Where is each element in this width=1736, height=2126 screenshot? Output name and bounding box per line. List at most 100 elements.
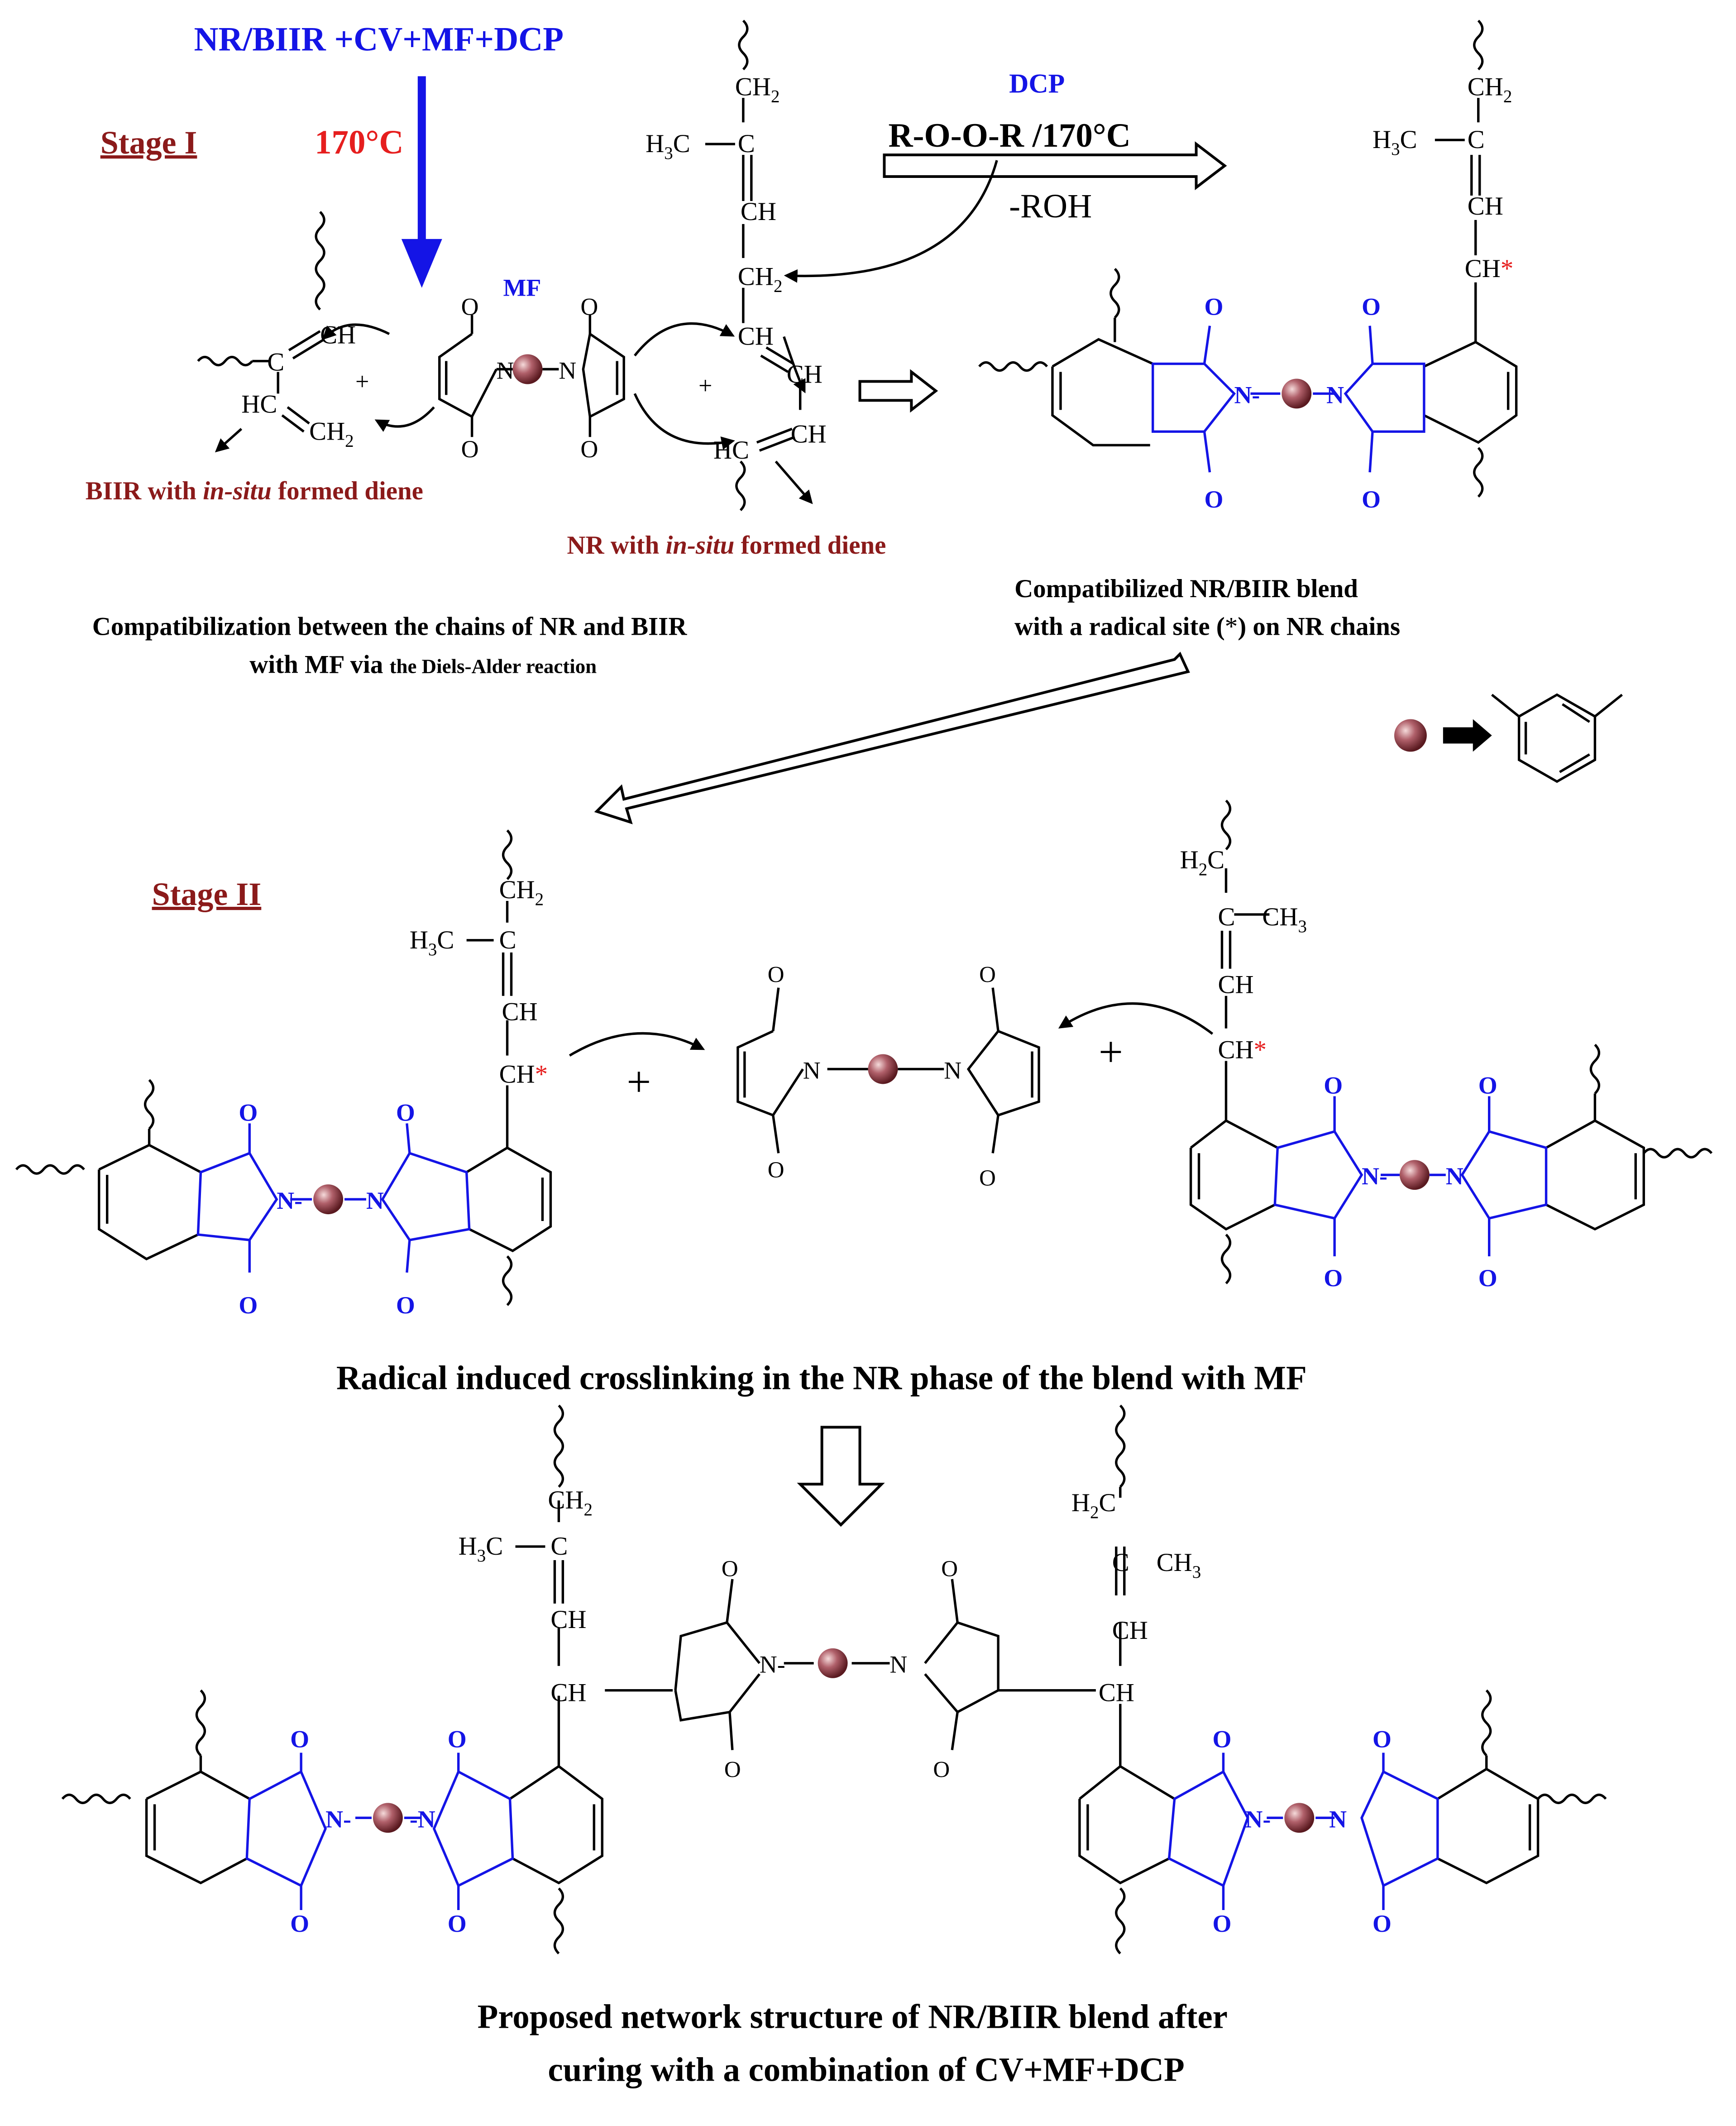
fin-r-h2c: H2C <box>1071 1489 1116 1522</box>
mf-n-right: N <box>559 357 576 384</box>
caption-compatibilization-1: Compatibilization between the chains of … <box>92 613 688 641</box>
prod1-o1: O <box>1205 293 1224 321</box>
phenylene-bead <box>868 1054 898 1084</box>
s2c-o2: O <box>768 1158 784 1183</box>
prod1-o4: O <box>1362 486 1381 513</box>
fin-l-o3: O <box>448 1726 467 1753</box>
s2l-ch-radical: CH* <box>499 1060 548 1088</box>
s2-plus-left: + <box>626 1058 651 1106</box>
biir-plus: + <box>355 368 369 395</box>
nr-ch1: CH <box>741 197 776 226</box>
phenylene-bead <box>1284 1803 1315 1833</box>
s2c-o4: O <box>979 1166 996 1191</box>
s2l-o1: O <box>239 1099 258 1126</box>
s2r-ch-radical: CH* <box>1218 1036 1267 1064</box>
biir-c: C <box>267 348 284 376</box>
fin-l-c: C <box>550 1532 568 1561</box>
caption-compatibilized-2: with a radical site (*) on NR chains <box>1014 613 1400 641</box>
stage2-left-fragment <box>15 829 705 1306</box>
fin-c-o1: O <box>722 1556 738 1582</box>
compatibilized-blend <box>978 19 1518 498</box>
prod1-ch: CH <box>1468 192 1503 220</box>
s2r-o3: O <box>1478 1072 1497 1099</box>
fin-r-o3: O <box>1373 1726 1392 1753</box>
prod1-c: C <box>1468 125 1485 154</box>
phenylene-bead <box>313 1184 344 1215</box>
fin-l-ch2: CH2 <box>548 1486 593 1519</box>
bead-legend <box>1394 693 1623 783</box>
nr-caption: NR with in-situ formed diene <box>567 531 886 560</box>
s2c-o3: O <box>979 962 996 988</box>
nr-h3c: H3C <box>646 129 690 163</box>
fin-r-ch-bond: CH <box>1099 1679 1134 1707</box>
prod1-h3c: H3C <box>1373 125 1417 159</box>
nr-hc: HC <box>713 436 749 464</box>
fin-l-ch: CH <box>550 1605 586 1634</box>
fin-r-o4: O <box>1373 1910 1392 1937</box>
biir-ch2: CH2 <box>309 417 354 450</box>
s2l-o2: O <box>239 1292 258 1319</box>
fin-l-n-right: -N <box>410 1805 435 1833</box>
s2r-o2: O <box>1324 1264 1343 1292</box>
fin-l-h3c: H3C <box>459 1532 503 1566</box>
phenylene-bead <box>1282 378 1312 409</box>
fin-l-o4: O <box>448 1910 467 1937</box>
s2l-n-right: N <box>366 1187 384 1214</box>
nr-ch-bottom: CH <box>791 420 827 448</box>
nr-ch2-top: CH2 <box>735 72 780 106</box>
fin-l-o2: O <box>290 1910 309 1937</box>
mf-o4: O <box>580 436 598 463</box>
hollow-arrow-stage1-product <box>858 369 938 413</box>
mf-n-left: N <box>497 357 514 384</box>
phenylene-bead <box>512 354 543 384</box>
hollow-arrow-down <box>797 1426 885 1527</box>
hollow-arrow-right <box>883 141 1227 191</box>
biir-diene <box>197 211 435 453</box>
stage2-right-fragment <box>1189 800 1713 1284</box>
nr-ch-right: CH <box>787 360 823 388</box>
s2l-ch: CH <box>502 998 538 1026</box>
s2r-n-right: N <box>1446 1163 1463 1190</box>
prod1-n-right: N <box>1326 381 1344 408</box>
fin-r-n-right: N <box>1329 1805 1347 1833</box>
s2l-h3c: H3C <box>410 926 454 959</box>
biir-ch: CH <box>320 321 356 350</box>
mf-molecule-stage2 <box>736 987 1040 1154</box>
fin-l-n-left: N- <box>325 1805 351 1833</box>
fin-r-o1: O <box>1213 1726 1232 1753</box>
fin-c-n-left: N- <box>760 1651 785 1678</box>
prod1-n-left: N- <box>1234 381 1260 408</box>
fin-r-ch: CH <box>1112 1616 1148 1645</box>
nr-c: C <box>738 129 755 158</box>
caption-network-2: curing with a combination of CV+MF+DCP <box>548 2051 1184 2089</box>
reactants-label: NR/BIIR +CV+MF+DCP <box>194 20 564 58</box>
s2r-ch: CH <box>1218 971 1253 999</box>
s2l-o4: O <box>396 1292 415 1319</box>
roh-label: -ROH <box>1009 187 1092 225</box>
nr-ch2-mid: CH2 <box>738 263 783 296</box>
s2r-n-left: N- <box>1362 1163 1387 1190</box>
hollow-arrow-to-stage2 <box>594 651 1190 824</box>
peroxide-label: R-O-O-R /170°C <box>888 117 1130 154</box>
s2c-n-left: N <box>803 1057 821 1084</box>
s2-plus-right: + <box>1099 1028 1123 1076</box>
s2l-n-left: N- <box>277 1187 302 1214</box>
temperature-label: 170°C <box>315 124 403 161</box>
biir-caption: BIIR with in-situ formed diene <box>86 477 423 505</box>
s2l-o3: O <box>396 1099 415 1126</box>
stage-two-label: Stage II <box>152 876 262 912</box>
nr-ch-left: CH <box>738 322 774 351</box>
fin-c-o2: O <box>724 1757 741 1782</box>
radical-attack-arrow <box>784 160 998 283</box>
fin-r-n-left: N- <box>1245 1805 1271 1833</box>
prod1-ch2: CH2 <box>1468 72 1512 106</box>
s2r-o4: O <box>1478 1264 1497 1292</box>
fin-c-n-right: N <box>890 1651 907 1678</box>
mf-o3: O <box>580 293 598 321</box>
fin-r-o2: O <box>1213 1910 1232 1937</box>
prod1-ch-radical: CH* <box>1465 254 1514 283</box>
final-network-structure <box>61 1404 1607 1954</box>
phenylene-bead <box>373 1803 403 1833</box>
s2c-n-right: N <box>944 1057 961 1084</box>
